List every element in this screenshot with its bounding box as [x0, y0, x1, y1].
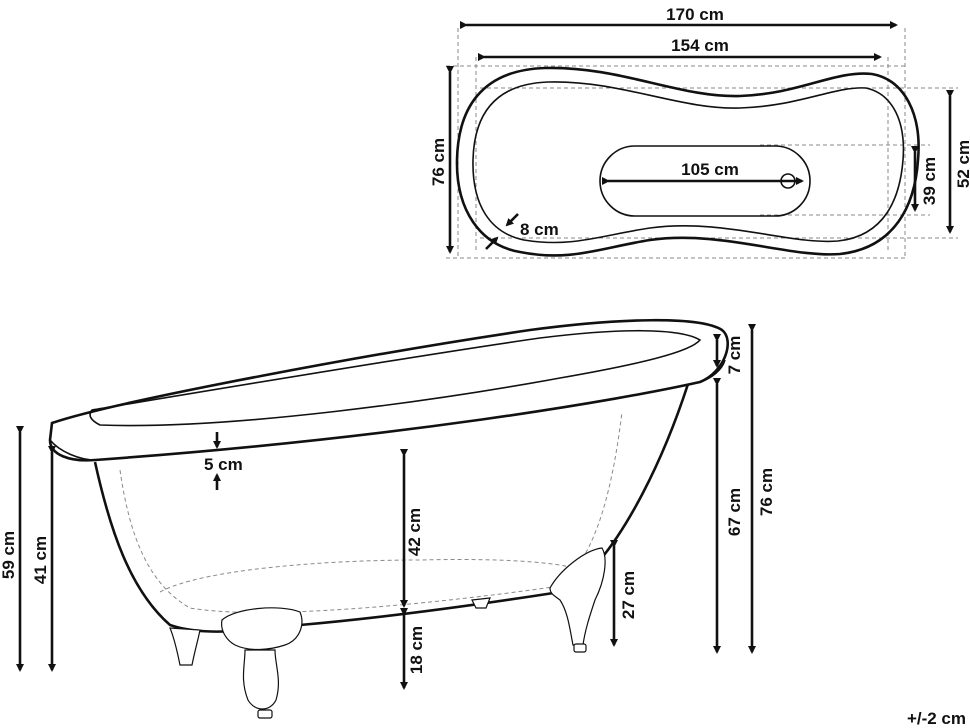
label-length-outer: 170 cm — [666, 5, 724, 24]
basin-outline — [599, 145, 811, 217]
label-height-foot-end: 67 cm — [725, 488, 744, 536]
foot-front-right — [549, 547, 606, 646]
label-height-head: 59 cm — [0, 531, 18, 579]
label-rim-top: 5 cm — [204, 455, 243, 474]
label-width-outer: 76 cm — [429, 138, 448, 186]
label-width-inner: 52 cm — [954, 140, 970, 188]
label-basin-width: 39 cm — [920, 157, 939, 205]
foot-rear-right — [471, 597, 491, 609]
tub-body-outline — [93, 383, 690, 633]
label-height-total: 76 cm — [757, 468, 776, 516]
label-height-head-inner: 41 cm — [31, 536, 50, 584]
foot-rear-left — [169, 627, 201, 666]
label-rim-thickness: 8 cm — [520, 220, 559, 239]
foot-front-left — [221, 607, 303, 710]
label-length-inner: 154 cm — [671, 36, 729, 55]
label-depth: 42 cm — [405, 508, 424, 556]
top-view: 170 cm 154 cm 76 cm 52 cm 39 cm 105 cm 8… — [429, 5, 970, 259]
label-basin-length: 105 cm — [681, 160, 739, 179]
label-rim-end: 7 cm — [725, 336, 744, 375]
tub-outline-inner — [472, 81, 905, 244]
rim-outline — [48, 318, 729, 462]
side-view: 5 cm 7 cm 59 cm 41 cm 42 cm 18 cm 27 cm … — [0, 318, 776, 719]
label-tolerance: +/-2 cm — [907, 709, 966, 728]
label-foot-clearance: 18 cm — [407, 626, 426, 674]
tub-outline-outer — [455, 66, 920, 257]
label-foot-height: 27 cm — [619, 571, 638, 619]
